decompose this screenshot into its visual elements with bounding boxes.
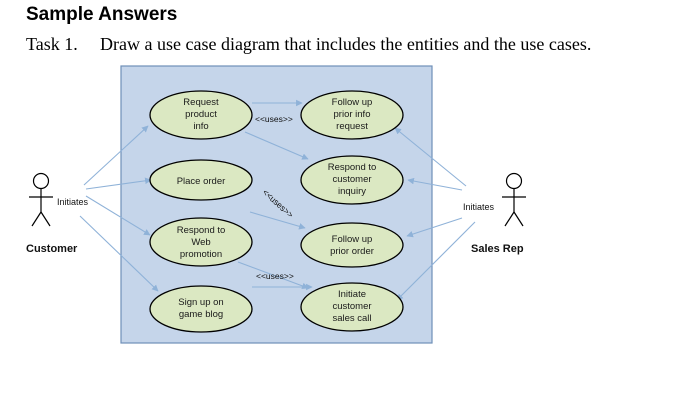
- task-number: Task 1.: [26, 34, 78, 54]
- sales-rep-actor: [502, 172, 526, 227]
- customer-label: Customer: [26, 243, 78, 255]
- uses-label-top: <<uses>>: [255, 114, 293, 124]
- svg-text:Place order: Place order: [177, 176, 226, 187]
- customer-associations: [79, 125, 159, 292]
- page-title: Sample Answers: [26, 4, 178, 25]
- customer-actor: [29, 172, 53, 227]
- customer-head: [32, 172, 50, 190]
- uses-label-bottom: <<uses>>: [256, 271, 294, 281]
- sales-rep-label: Sales Rep: [471, 243, 524, 255]
- task-line: Task 1. Draw a use case diagram that incl…: [26, 34, 591, 55]
- sales-rep-head: [505, 172, 523, 190]
- customer-relation-label: Initiates: [57, 197, 89, 207]
- sales-rep-associations: [394, 127, 476, 301]
- use-case-place-order: Place order: [149, 159, 253, 201]
- uses-arrows: [237, 99, 313, 291]
- sales-rep-relation-label: Initiates: [463, 202, 495, 212]
- task-text: Draw a use case diagram that includes th…: [100, 34, 592, 54]
